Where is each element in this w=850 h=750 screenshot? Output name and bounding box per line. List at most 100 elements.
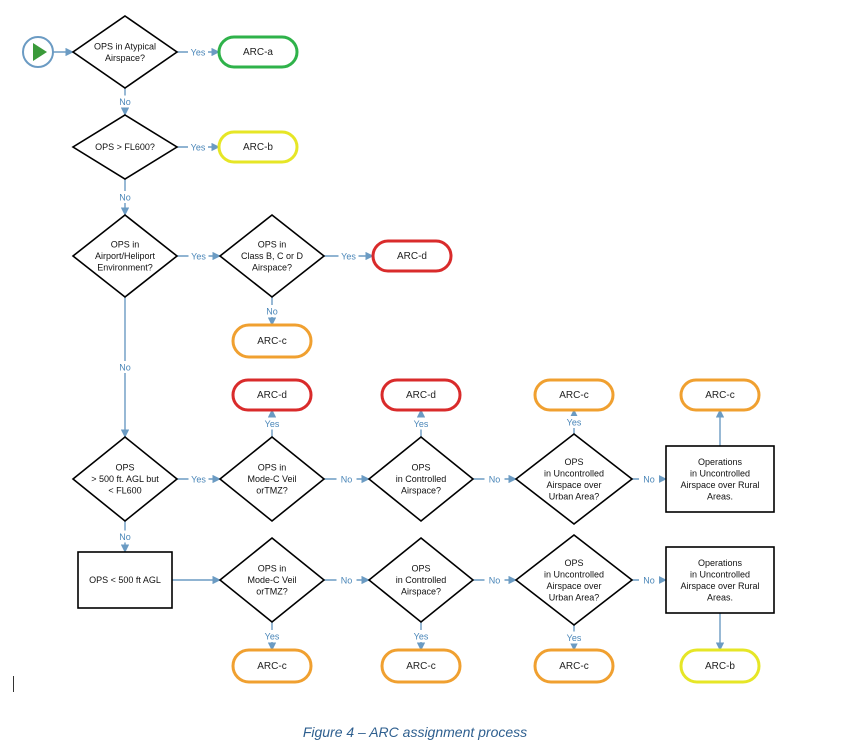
process-box	[665, 546, 775, 614]
node-label: OPS in	[258, 564, 287, 574]
edge-label-yes: Yes	[567, 633, 582, 643]
decision-diamond	[218, 536, 326, 624]
node-label: ARC-c	[559, 390, 588, 401]
node-label: < FL600	[108, 486, 141, 496]
node-label: Mode-C Veil	[247, 575, 296, 585]
node-label: Airspace over Rural	[680, 581, 759, 591]
edge-label-no: No	[341, 576, 353, 586]
text-cursor	[13, 676, 14, 692]
edge-label-yes: Yes	[414, 419, 429, 429]
arc-terminal-yellow	[217, 130, 299, 164]
node-label: Airspace over Rural	[680, 480, 759, 490]
node-label: ARC-d	[397, 251, 427, 262]
node-label: ARC-c	[257, 661, 286, 672]
node-arc-c3: ARC-c	[679, 378, 761, 412]
edge-label-bg	[262, 305, 282, 317]
node-label: Areas.	[707, 592, 733, 602]
node-label: Urban Area?	[549, 592, 600, 602]
node-label: Urban Area?	[549, 491, 600, 501]
decision-diamond	[71, 435, 179, 523]
edge-label-bg	[639, 473, 659, 485]
node-label: orTMZ?	[256, 486, 288, 496]
edge-label-bg	[188, 250, 209, 262]
edge-label-yes: Yes	[265, 632, 280, 642]
edge-label-bg	[115, 361, 135, 373]
node-label: Airspace?	[401, 486, 441, 496]
node-d2: OPS > FL600?	[71, 114, 179, 180]
edge-label-bg	[336, 574, 357, 586]
edge-label-bg	[484, 574, 505, 586]
edge-label-no: No	[119, 97, 131, 107]
edge-label-bg	[115, 95, 135, 108]
edge-label-yes: Yes	[265, 419, 280, 429]
arc-terminal-red	[380, 378, 462, 412]
decision-diamond	[218, 435, 326, 523]
edge-label-bg	[411, 630, 431, 642]
edge-label-no: No	[119, 363, 131, 373]
node-label: ARC-d	[406, 390, 436, 401]
node-label: Airport/Heliport	[95, 251, 156, 261]
node-label: OPS in	[258, 463, 287, 473]
node-arc-d1: ARC-d	[371, 239, 453, 273]
decision-diamond	[71, 15, 179, 89]
node-arc-c5: ARC-c	[380, 648, 462, 684]
node-label: Airspace over	[546, 480, 601, 490]
process-box	[77, 551, 173, 609]
edge-label-yes: Yes	[191, 143, 206, 153]
edge-label-bg	[262, 630, 282, 642]
node-label: Areas.	[707, 491, 733, 501]
edge-label-bg	[115, 530, 135, 543]
node-arc-c1: ARC-c	[231, 323, 313, 359]
node-label: ARC-b	[705, 661, 735, 672]
arc-terminal-orange	[231, 323, 313, 359]
edge-label-bg	[336, 473, 357, 485]
node-arc-b2: ARC-b	[679, 648, 761, 684]
arc-terminal-yellow	[679, 648, 761, 684]
edge-label-bg	[639, 574, 659, 586]
arc-terminal-red	[231, 378, 313, 412]
node-label: ARC-c	[559, 661, 588, 672]
figure-caption: Figure 4 – ARC assignment process	[302, 724, 528, 740]
node-label: Environment?	[97, 263, 153, 273]
decision-diamond	[71, 213, 179, 299]
node-label: Class B, C or D	[241, 251, 304, 261]
arc-terminal-orange	[533, 378, 615, 412]
node-label: Airspace?	[252, 263, 292, 273]
node-label: ARC-c	[257, 336, 286, 347]
node-label: > 500 ft. AGL but	[91, 474, 159, 484]
edge-label-bg	[188, 473, 209, 485]
node-label: in Uncontrolled	[544, 569, 604, 579]
node-label: ARC-a	[243, 47, 273, 58]
edge-label-no: No	[341, 475, 353, 485]
node-label: ARC-b	[243, 142, 273, 153]
edge-label-bg	[411, 417, 431, 430]
node-label: ARC-c	[406, 661, 435, 672]
edge-label-no: No	[266, 307, 278, 317]
node-label: Airspace?	[105, 53, 145, 63]
arc-terminal-orange	[231, 648, 313, 684]
arc-terminal-green	[217, 35, 299, 69]
edge-label-yes: Yes	[191, 252, 206, 262]
play-icon	[33, 43, 47, 61]
node-label: Airspace?	[401, 587, 441, 597]
node-label: OPS < 500 ft AGL	[89, 575, 161, 585]
node-label: OPS	[411, 564, 430, 574]
decision-diamond	[367, 435, 475, 523]
node-arc-c2: ARC-c	[533, 378, 615, 412]
node-label: OPS	[564, 558, 583, 568]
edge-label-bg	[188, 46, 208, 58]
node-arc-c6: ARC-c	[533, 648, 615, 684]
node-arc-c4: ARC-c	[231, 648, 313, 684]
arc-terminal-orange	[380, 648, 462, 684]
node-label: ARC-d	[257, 390, 287, 401]
node-label: Operations	[698, 457, 743, 467]
arc-terminal-orange	[533, 648, 615, 684]
